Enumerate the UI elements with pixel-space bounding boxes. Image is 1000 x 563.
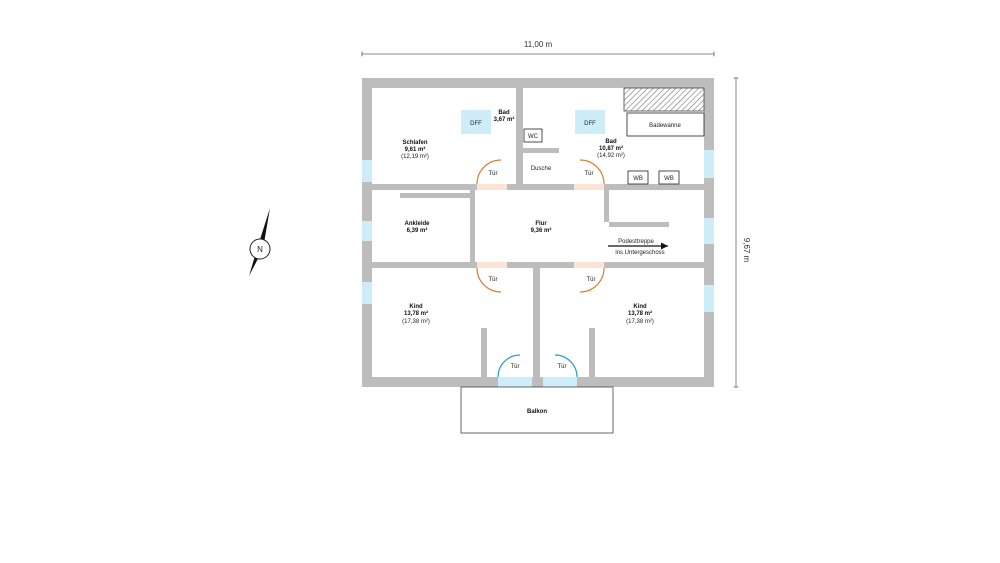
bad-small-name: Bad xyxy=(498,110,510,116)
wc-label: WC xyxy=(528,134,539,140)
door-balkon-right-label: Tür xyxy=(558,364,567,370)
wb-1-label: WB xyxy=(633,176,643,182)
flur-name: Flur xyxy=(535,221,547,227)
flur-area: 9,36 m² xyxy=(531,227,552,234)
door-arc-kind-left xyxy=(476,267,502,293)
door-balkon-left-label: Tür xyxy=(511,364,520,370)
kind-left-name: Kind xyxy=(409,304,423,310)
door-arc-bad xyxy=(579,159,605,185)
wb-2-fixture xyxy=(658,170,680,185)
door-arc-balkon-right xyxy=(554,354,578,378)
kind-left-area: 13,78 m² xyxy=(404,310,428,317)
balkon-outline xyxy=(460,386,614,434)
height-dimension: 9,67 m xyxy=(733,77,751,388)
window-right-2 xyxy=(704,218,714,244)
room-labels: Schlafen 9,61 m² (12,19 m²) Bad 3,67 m² … xyxy=(401,110,654,325)
door-kind-right-label: Tür xyxy=(587,277,596,283)
height-dimension-label: 9,67 m xyxy=(742,238,751,263)
window-left-2 xyxy=(362,221,372,241)
door-arc-schlafen xyxy=(476,159,502,185)
door-arcs xyxy=(476,159,605,378)
kind-right-name: Kind xyxy=(633,304,647,310)
kind-right-area-alt: (17,38 m²) xyxy=(626,319,654,325)
badewanne-label: Badewanne xyxy=(649,123,681,129)
dff-right xyxy=(575,110,605,134)
window-left-1 xyxy=(362,160,372,182)
window-right-3 xyxy=(704,285,714,312)
bad-large-area: 10,87 m² xyxy=(599,145,623,152)
door-arc-balkon-left xyxy=(497,354,521,378)
bad-large-name: Bad xyxy=(605,139,617,145)
wb-1-fixture xyxy=(627,170,649,185)
dff-left xyxy=(461,110,491,134)
door-arc-kind-right xyxy=(579,267,605,293)
interior-walls xyxy=(372,88,704,377)
schlafen-area: 9,61 m² xyxy=(405,146,426,153)
kind-left-area-alt: (17,38 m²) xyxy=(402,319,430,325)
windows xyxy=(362,150,714,312)
wc-fixture xyxy=(523,128,543,143)
compass-label: N xyxy=(257,245,263,254)
stairs-indicator: Podesttreppe ins Untergeschoss xyxy=(608,239,668,256)
badewanne-fixture xyxy=(626,112,705,137)
dusche-name: Dusche xyxy=(531,166,552,172)
door-schlafen-label: Tür xyxy=(489,171,498,177)
window-right-1 xyxy=(704,150,714,178)
bad-large-area-alt: (14,92 m²) xyxy=(597,153,625,159)
bad-small-area: 3,67 m² xyxy=(494,116,515,123)
fixtures: DFF DFF WC Badewanne WB WB xyxy=(461,87,705,185)
window-left-3 xyxy=(362,282,372,304)
wb-2-label: WB xyxy=(664,176,674,182)
door-kind-left-label: Tür xyxy=(489,277,498,283)
door-labels: Tür Tür Tür Tür Tür Tür xyxy=(489,171,596,370)
hatched-shaft xyxy=(623,87,705,112)
width-dimension: 11,00 m xyxy=(361,40,715,57)
ankleide-name: Ankleide xyxy=(404,221,430,227)
schlafen-area-alt: (12,19 m²) xyxy=(401,154,429,160)
dff-right-label: DFF xyxy=(584,121,596,127)
compass-rose: N xyxy=(249,208,271,276)
width-dimension-label: 11,00 m xyxy=(524,40,553,49)
door-openings xyxy=(477,184,604,387)
compass-circle xyxy=(249,238,271,260)
schlafen-name: Schlafen xyxy=(402,140,427,146)
kind-right-area: 13,78 m² xyxy=(628,310,652,317)
stairs-label-line1: Podesttreppe xyxy=(618,239,654,245)
ankleide-area: 6,39 m² xyxy=(407,227,428,234)
balkon-label: Balkon xyxy=(527,409,547,415)
door-bad-label: Tür xyxy=(585,171,594,177)
dff-left-label: DFF xyxy=(470,121,482,127)
stairs-label-line2: ins Untergeschoss xyxy=(615,250,664,256)
